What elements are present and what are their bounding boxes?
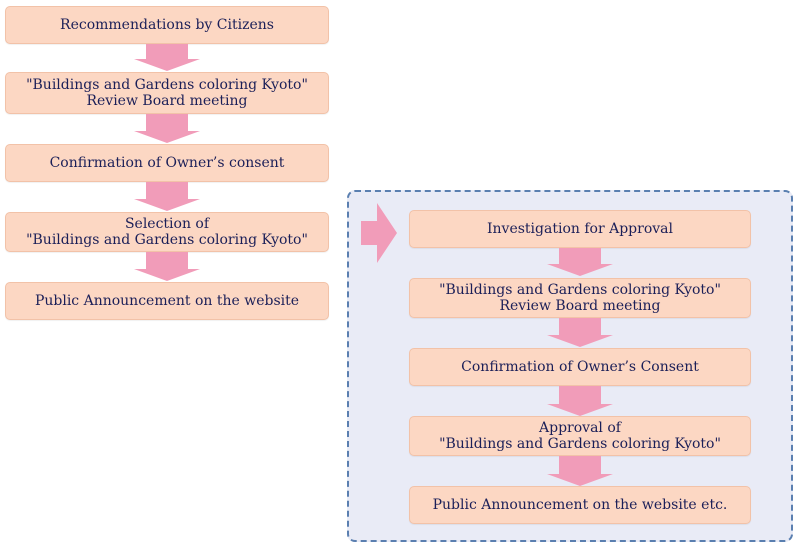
step-confirmation-of-owners-consent-approval: Confirmation of Owner’s Consent bbox=[409, 348, 751, 386]
step-selection: Selection of "Buildings and Gardens colo… bbox=[5, 212, 329, 252]
step-confirmation-of-owners-consent: Confirmation of Owner’s consent bbox=[5, 144, 329, 182]
step-public-announcement-etc: Public Announcement on the website etc. bbox=[409, 486, 751, 524]
step-recommendations-by-citizens: Recommendations by Citizens bbox=[5, 6, 329, 44]
step-review-board-meeting: "Buildings and Gardens coloring Kyoto" R… bbox=[5, 72, 329, 114]
arrow-right-icon bbox=[361, 203, 397, 263]
step-review-board-meeting-approval: "Buildings and Gardens coloring Kyoto" R… bbox=[409, 278, 751, 318]
step-approval: Approval of "Buildings and Gardens color… bbox=[409, 416, 751, 456]
step-public-announcement: Public Announcement on the website bbox=[5, 282, 329, 320]
step-investigation-for-approval: Investigation for Approval bbox=[409, 210, 751, 248]
